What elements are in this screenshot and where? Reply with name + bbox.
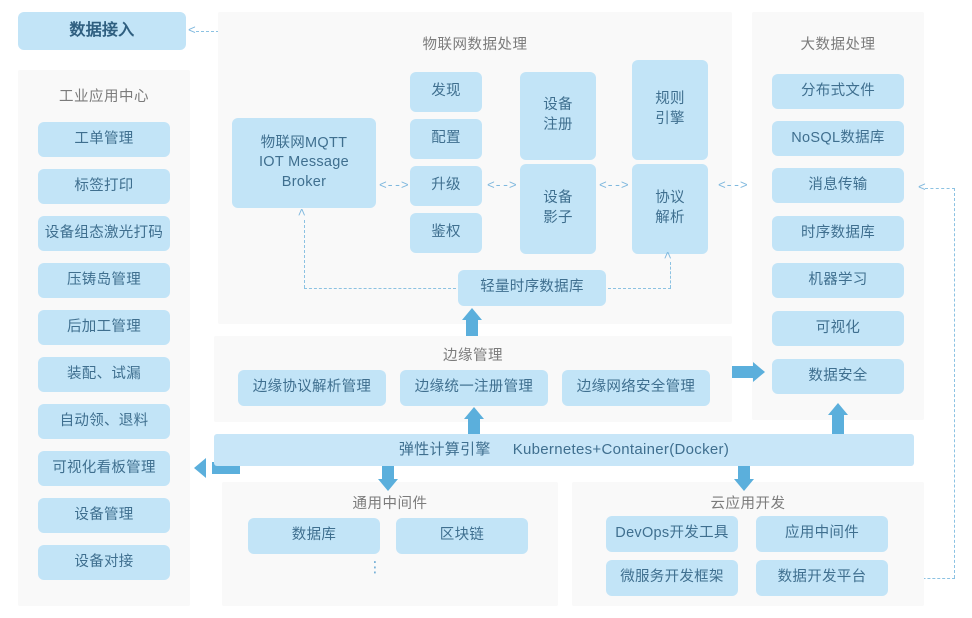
arrow-edge-to-bigdata-stem	[731, 366, 755, 378]
arrow-elastic-to-edge-stem	[468, 418, 480, 434]
arrow-edge-to-tsdb-head	[462, 308, 482, 320]
sidebar-item-laser-marking[interactable]: 设备组态激光打码	[38, 216, 170, 251]
iot-mqtt-broker-box[interactable]: 物联网MQTT IOT Message Broker	[232, 118, 376, 208]
bigdata-item-distributed-file[interactable]: 分布式文件	[772, 74, 904, 109]
arrow-elastic-to-bigdata-head	[828, 403, 848, 415]
sidebar-item-device-management[interactable]: 设备管理	[38, 498, 170, 533]
arrow-edge-to-tsdb-stem	[466, 318, 478, 338]
sidebar-item-auto-material[interactable]: 自动领、退料	[38, 404, 170, 439]
arrow-elastic-to-cloud-head	[734, 479, 754, 491]
connector-device-to-protocol: <-->	[599, 178, 629, 193]
device-register-line-2: 注册	[543, 117, 573, 133]
sidebar-item-label-print[interactable]: 标签打印	[38, 169, 170, 204]
iot-op-upgrade[interactable]: 升级	[410, 166, 482, 206]
iot-op-configure[interactable]: 配置	[410, 119, 482, 159]
device-shadow-line-2: 影子	[543, 210, 573, 226]
device-shadow-line-1: 设备	[543, 190, 573, 207]
sidebar-item-die-casting[interactable]: 压铸岛管理	[38, 263, 170, 298]
dashed-tsdb-to-protocol-horizontal	[608, 288, 671, 289]
arrow-elastic-to-apps-head	[194, 458, 206, 478]
broker-line-1: 物联网MQTT	[260, 134, 348, 151]
dashed-datadev-to-message-top	[925, 188, 955, 189]
bigdata-item-message-transport[interactable]: 消息传输	[772, 168, 904, 203]
middleware-item-database[interactable]: 数据库	[248, 518, 380, 554]
iot-processing-title: 物联网数据处理	[422, 37, 528, 53]
sidebar-item-device-docking[interactable]: 设备对接	[38, 545, 170, 580]
elastic-compute-label-en: Kubernetes+Container(Docker)	[512, 440, 730, 458]
arrow-elastic-to-cloud-stem	[738, 466, 750, 480]
rule-engine-line-2: 引擎	[655, 111, 685, 127]
sidebar-item-post-processing[interactable]: 后加工管理	[38, 310, 170, 345]
broker-line-3: Broker	[281, 173, 327, 190]
device-register-line-1: 设备	[543, 97, 573, 114]
dashed-arrow-head-access-left: <	[188, 23, 196, 38]
iot-device-register-box[interactable]: 设备 注册	[520, 72, 596, 160]
iot-lightweight-tsdb-box[interactable]: 轻量时序数据库	[458, 270, 606, 306]
arrow-elastic-to-middleware-stem	[382, 466, 394, 480]
arrow-elastic-to-bigdata-stem	[832, 414, 844, 436]
arrow-elastic-to-middleware-head	[378, 479, 398, 491]
iot-op-discover[interactable]: 发现	[410, 72, 482, 112]
arrow-elastic-to-edge-head	[464, 407, 484, 419]
edge-item-unified-register-mgmt[interactable]: 边缘统一注册管理	[400, 370, 548, 406]
elastic-compute-bar[interactable]: 弹性计算引擎 Kubernetes+Container(Docker)	[214, 434, 914, 466]
dashed-arrow-head-message-left: <	[918, 180, 926, 195]
dashed-datadev-to-message-vertical	[954, 188, 955, 578]
cloud-item-app-middleware[interactable]: 应用中间件	[756, 516, 888, 552]
bigdata-item-visualization[interactable]: 可视化	[772, 311, 904, 346]
cloud-item-microservice-framework[interactable]: 微服务开发框架	[606, 560, 738, 596]
middleware-item-blockchain[interactable]: 区块链	[396, 518, 528, 554]
middleware-more-indicator: ⋮	[367, 559, 383, 576]
iot-protocol-parse-box[interactable]: 协议 解析	[632, 164, 708, 254]
connector-protocol-to-bigdata: <-->	[718, 178, 748, 193]
cloud-item-devops-tools[interactable]: DevOps开发工具	[606, 516, 738, 552]
bigdata-processing-title: 大数据处理	[800, 37, 876, 53]
dashed-arrow-head-broker-up: >	[295, 208, 311, 217]
dashed-arrow-head-protocol-up: >	[661, 251, 677, 260]
protocol-parse-line-1: 协议	[655, 190, 685, 207]
connector-broker-to-ops: <-->	[379, 178, 409, 193]
bigdata-item-nosql-db[interactable]: NoSQL数据库	[772, 121, 904, 156]
elastic-compute-label-cn: 弹性计算引擎	[398, 440, 491, 458]
connector-ops-to-device: <-->	[487, 178, 517, 193]
iot-rule-engine-box[interactable]: 规则 引擎	[632, 60, 708, 160]
dashed-datadev-to-message-bottom	[893, 578, 955, 579]
sidebar-item-work-order[interactable]: 工单管理	[38, 122, 170, 157]
common-middleware-title: 通用中间件	[352, 496, 428, 512]
iot-device-shadow-box[interactable]: 设备 影子	[520, 164, 596, 254]
sidebar-item-visual-dashboard[interactable]: 可视化看板管理	[38, 451, 170, 486]
sidebar-item-assembly-leak-test[interactable]: 装配、试漏	[38, 357, 170, 392]
edge-item-protocol-parse-mgmt[interactable]: 边缘协议解析管理	[238, 370, 386, 406]
cloud-app-dev-title: 云应用开发	[710, 496, 786, 512]
bigdata-item-data-security[interactable]: 数据安全	[772, 359, 904, 394]
dashed-tsdb-to-broker-horizontal	[304, 288, 456, 289]
edge-management-title: 边缘管理	[443, 348, 503, 364]
bigdata-item-machine-learning[interactable]: 机器学习	[772, 263, 904, 298]
bigdata-item-timeseries-db[interactable]: 时序数据库	[772, 216, 904, 251]
broker-line-2: IOT Message	[258, 154, 350, 171]
industrial-app-center-title: 工业应用中心	[59, 89, 149, 105]
dashed-tsdb-to-broker-vertical	[304, 220, 305, 288]
arrow-edge-to-bigdata-head	[753, 362, 765, 382]
edge-item-network-security-mgmt[interactable]: 边缘网络安全管理	[562, 370, 710, 406]
dashed-tsdb-to-protocol-vertical	[670, 262, 671, 288]
rule-engine-line-1: 规则	[655, 91, 685, 108]
protocol-parse-line-2: 解析	[655, 210, 685, 226]
cloud-item-data-dev-platform[interactable]: 数据开发平台	[756, 560, 888, 596]
iot-op-authentication[interactable]: 鉴权	[410, 213, 482, 253]
data-access-box[interactable]: 数据接入	[18, 12, 186, 50]
